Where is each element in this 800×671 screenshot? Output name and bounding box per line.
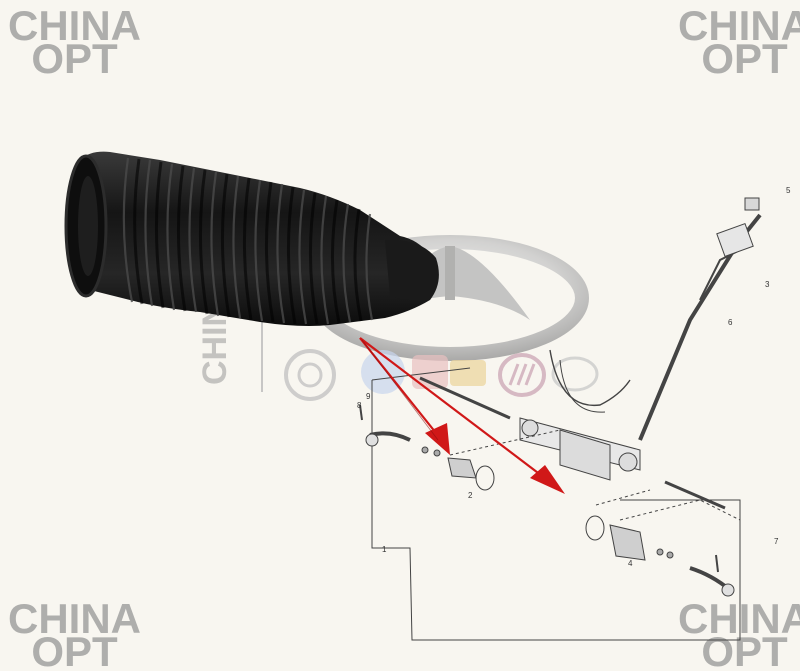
label-2: 2 — [468, 491, 473, 500]
brand-logo-row — [284, 349, 599, 401]
exploded-diagram — [359, 197, 762, 641]
label-5: 5 — [786, 186, 791, 195]
lifan-logo — [498, 353, 546, 397]
red-badge-logo — [450, 360, 486, 386]
label-7: 7 — [774, 537, 779, 546]
great-wall-logo — [284, 349, 336, 401]
indicator-arrows — [359, 337, 565, 494]
label-4: 4 — [628, 559, 633, 568]
byd-logo — [412, 355, 448, 389]
label-3: 3 — [765, 280, 770, 289]
label-1: 1 — [382, 545, 387, 554]
diagram-labels: 1 2 3 4 5 6 7 8 9 — [357, 186, 791, 568]
faw-logo — [551, 356, 599, 392]
label-9: 9 — [366, 392, 371, 401]
label-6: 6 — [728, 318, 733, 327]
steering-rack-boot — [64, 151, 439, 326]
label-8: 8 — [357, 401, 362, 410]
